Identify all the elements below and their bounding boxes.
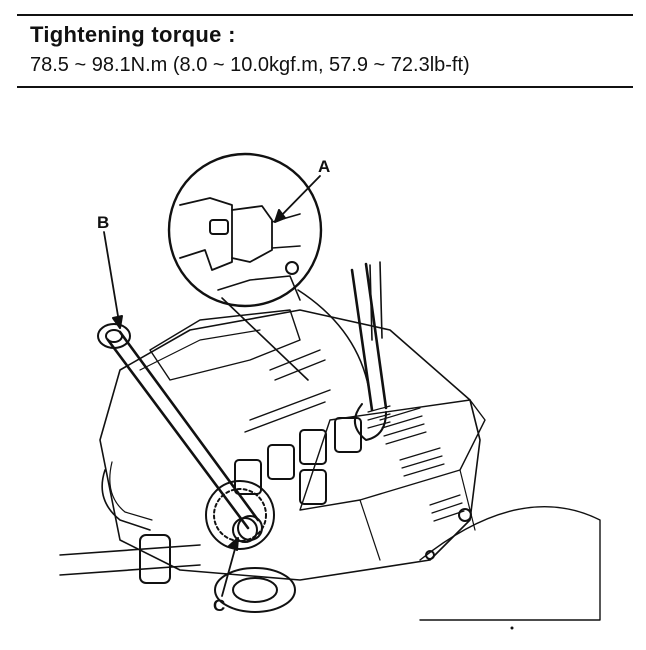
stray-dot <box>510 626 514 630</box>
torque-title: Tightening torque : <box>30 22 236 47</box>
callout-b: B <box>97 213 110 232</box>
callout-c: C <box>213 596 226 615</box>
torque-spec: Tightening torque : 78.5 ~ 98.1N.m (8.0 … <box>30 22 470 78</box>
top-rule <box>17 14 633 16</box>
bottom-rule <box>17 86 633 88</box>
torque-value: 78.5 ~ 98.1N.m (8.0 ~ 10.0kgf.m, 57.9 ~ … <box>30 54 470 76</box>
callout-a: A <box>318 157 331 176</box>
